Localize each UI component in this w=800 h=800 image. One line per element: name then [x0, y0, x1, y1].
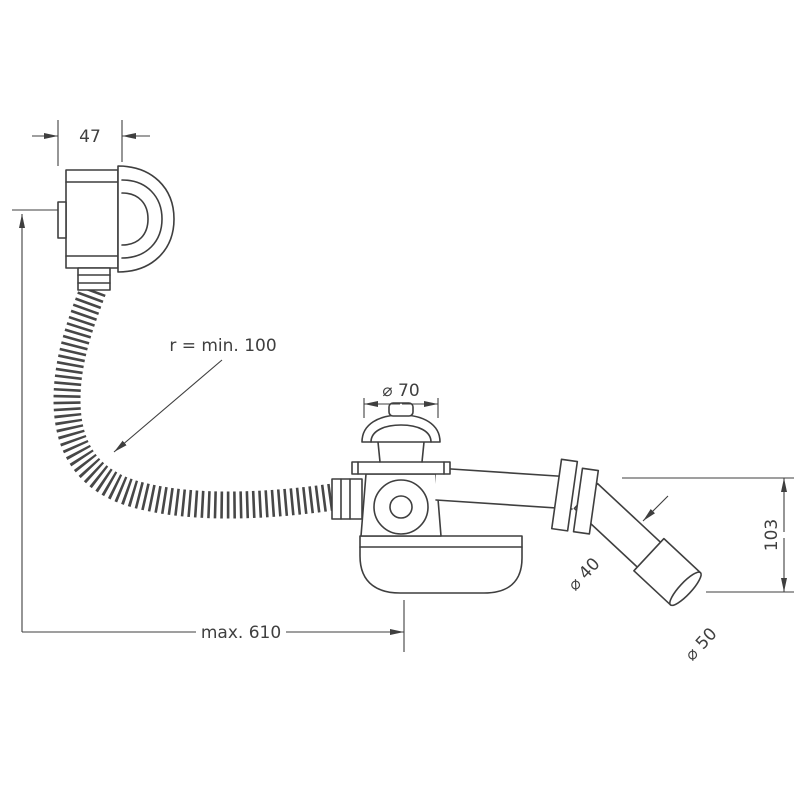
outlet-pipe-horizontal [436, 468, 572, 509]
overflow-fitting [57, 165, 175, 291]
elbow-pointer-arrow [642, 495, 669, 522]
pipe-diameter-label: ⌀ 40 [564, 554, 604, 595]
dimension-max-length: max. 610 [12, 209, 405, 652]
waste-flange [351, 461, 451, 475]
bend-radius-label: r = min. 100 [169, 336, 276, 356]
outlet-opening [669, 571, 702, 607]
max-length-label: max. 610 [201, 623, 281, 643]
rotary-knob-cap [117, 165, 175, 273]
union-nut [550, 458, 600, 535]
trap-bowl [359, 535, 523, 594]
dimension-outlet-height: 103 [622, 477, 794, 593]
overflow-pivot [57, 201, 67, 239]
outlet-height-label: 103 [762, 519, 782, 551]
hose-nut-top [77, 267, 111, 291]
hose-nut-drain [331, 478, 363, 520]
plug-knob [388, 402, 414, 417]
plug-stopper [361, 402, 441, 463]
drain-assembly [331, 402, 702, 607]
waste-mechanism-inner [389, 495, 413, 519]
outlet-diameter-label: ⌀ 50 [681, 624, 721, 665]
bend-radius-note: r = min. 100 [113, 336, 277, 453]
dimension-overflow-width: 47 [32, 120, 150, 166]
flexible-hose [53, 285, 335, 519]
overflow-width-label: 47 [79, 127, 101, 147]
dimension-plug-diameter: ⌀ 70 [363, 381, 439, 418]
overflow-body [65, 169, 119, 269]
plug-diameter-label: ⌀ 70 [382, 381, 419, 401]
